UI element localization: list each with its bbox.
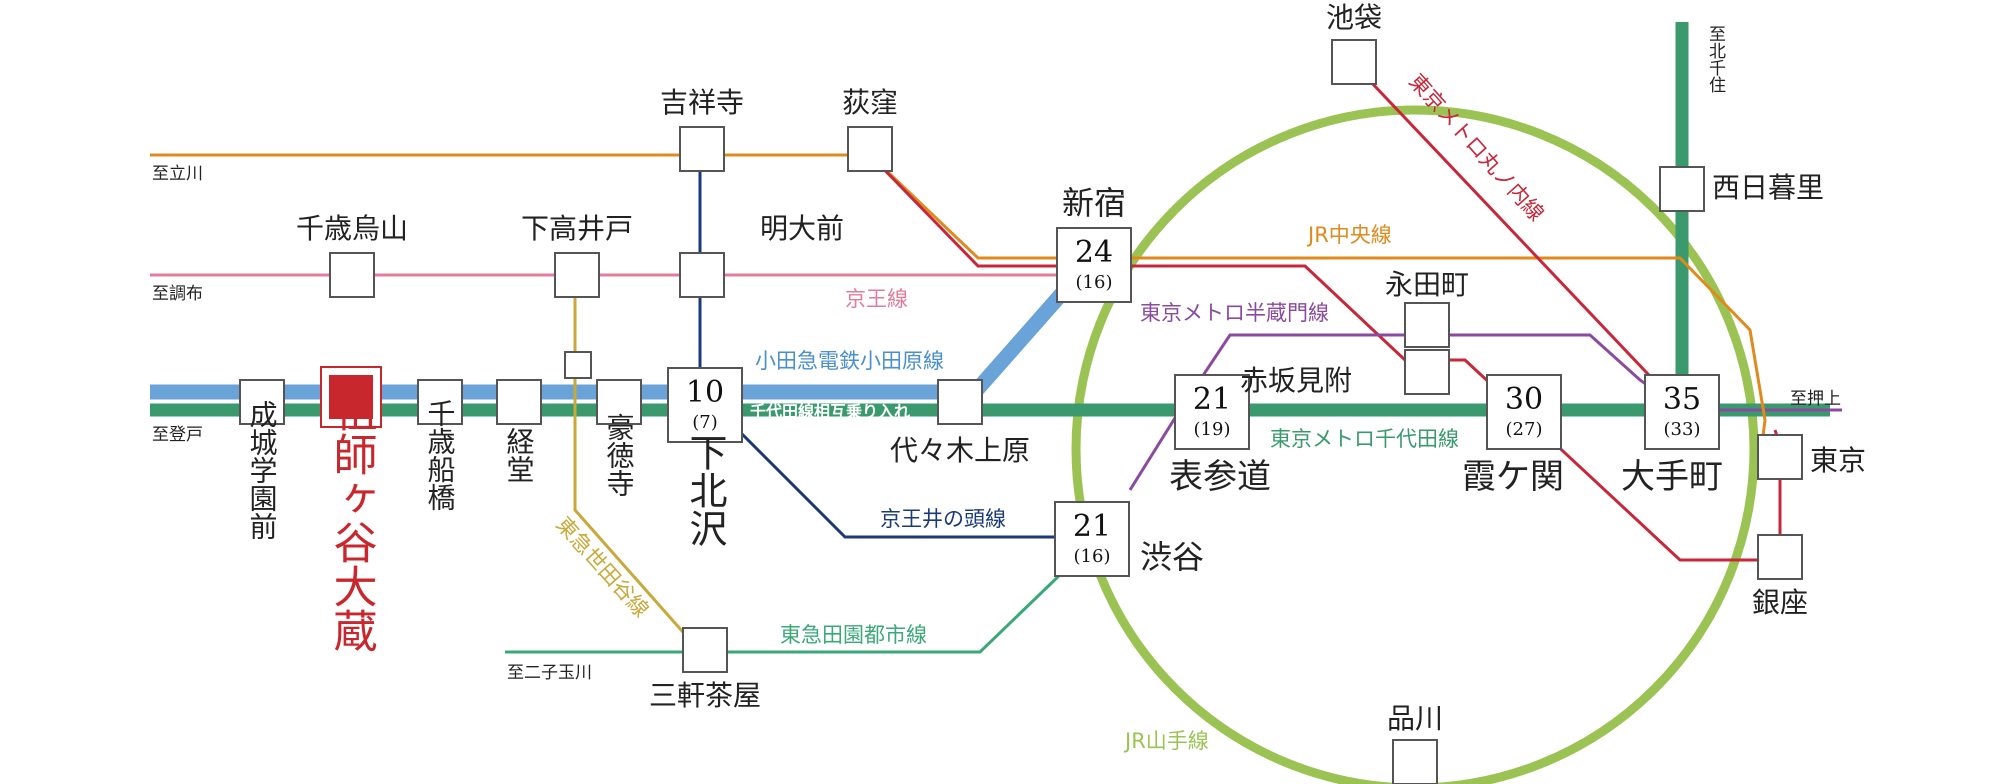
station-box-ginza[interactable]	[1757, 534, 1803, 580]
time-sub-omotesando: (19)	[1194, 419, 1231, 440]
station-box-kichijoji[interactable]	[679, 126, 725, 172]
direction-kitasenju: 至北千住	[1705, 25, 1726, 93]
time-main-kasumigaseki: 30	[1505, 382, 1543, 417]
line-label-through: 千代田線相互乗り入れ	[750, 402, 910, 421]
direction-futakotamagawa: 至二子玉川	[507, 663, 592, 683]
line-label-inokashira: 京王井の頭線	[880, 507, 1006, 531]
station-box-meidaimae[interactable]	[679, 252, 725, 298]
time-sub-otemachi: (33)	[1664, 419, 1701, 440]
station-box-gotokuji[interactable]	[596, 379, 642, 425]
line-label-hanzomon: 東京メトロ半蔵門線	[1140, 301, 1329, 325]
line-label-chuo: JR中央線	[1306, 223, 1392, 247]
station-label-meidaimae: 明大前	[760, 212, 844, 245]
station-box-shinagawa[interactable]	[1392, 739, 1438, 784]
station-label-otemachi: 大手町	[1621, 457, 1723, 497]
station-label-ogikubo: 荻窪	[842, 86, 898, 119]
time-sub-kasumigaseki: (27)	[1506, 419, 1543, 440]
time-main-omotesando: 21	[1193, 382, 1231, 417]
time-main-shinjuku: 24	[1075, 235, 1113, 270]
time-sub-shinjuku: (16)	[1076, 272, 1113, 293]
station-box-shimotakaido[interactable]	[554, 252, 600, 298]
line-label-marunouchi: 東京メトロ丸ノ内線	[1404, 69, 1548, 226]
station-label-yoyogiuehara: 代々木上原	[890, 434, 1030, 467]
station-label-nishinippori: 西日暮里	[1712, 171, 1824, 204]
station-label-akasakamitsuke: 赤坂見附	[1240, 364, 1352, 397]
time-sub-shimokitazawa: (7)	[692, 412, 718, 433]
time-box-shibuya[interactable]	[1054, 501, 1130, 577]
station-box-chitosefunabashi[interactable]	[417, 379, 463, 425]
station-box-seijogakuenmae[interactable]	[239, 379, 285, 425]
marunouchi-line-east	[1350, 60, 1684, 412]
station-label-chitosefunabashi: 千歳船橋	[424, 399, 457, 511]
station-label-kyodo: 経堂	[503, 427, 536, 483]
station-label-sangenjaya: 三軒茶屋	[649, 679, 761, 712]
line-label-keio: 京王線	[845, 287, 908, 311]
station-box-ogikubo[interactable]	[847, 126, 893, 172]
line-label-odakyu: 小田急電鉄小田原線	[755, 349, 944, 373]
time-main-shibuya: 21	[1073, 509, 1111, 544]
direction-tachikawa: 至立川	[152, 164, 203, 184]
setagaya-line	[573, 275, 692, 641]
station-label-seijogakuenmae: 成城学園前	[246, 400, 279, 540]
line-label-setagaya: 東急世田谷線	[551, 512, 653, 622]
station-box-akasakamitsuke[interactable]	[1404, 349, 1450, 395]
line-label-yamanote: JR山手線	[1123, 729, 1209, 753]
station-label-kasumigaseki: 霞ケ関	[1462, 457, 1564, 497]
denentoshi-line	[505, 568, 1067, 654]
direction-noborito: 至登戸	[152, 425, 203, 445]
station-label-kichijoji: 吉祥寺	[660, 86, 744, 119]
station-box-sangenjaya[interactable]	[682, 627, 728, 673]
inokashira-line	[698, 155, 1085, 539]
station-label-ikebukuro: 池袋	[1326, 1, 1382, 34]
station-label-shimotakaido: 下高井戸	[521, 212, 633, 245]
station-box-kyodo[interactable]	[496, 379, 542, 425]
direction-chofu: 至調布	[152, 284, 203, 304]
station-label-soshigayaokura: 祖師ヶ谷大蔵	[326, 388, 377, 652]
line-label-chiyoda: 東京メトロ千代田線	[1270, 427, 1459, 451]
time-box-kasumigaseki[interactable]	[1486, 374, 1562, 450]
station-label-tokyo: 東京	[1810, 444, 1866, 477]
direction-oshiage: 至押上	[1790, 389, 1841, 409]
time-box-shimokitazawa[interactable]	[667, 367, 743, 443]
yamanote-line	[1071, 105, 1759, 784]
station-box-nishinippori[interactable]	[1659, 166, 1705, 212]
time-box-shinjuku[interactable]	[1056, 227, 1132, 303]
station-label-chitosekarasuyama: 千歳烏山	[296, 212, 408, 245]
station-box-setagaya-mid[interactable]	[564, 351, 592, 379]
time-main-shimokitazawa: 10	[686, 375, 724, 410]
station-label-shinjuku: 新宿	[1062, 184, 1126, 222]
station-label-shibuya: 渋谷	[1140, 538, 1204, 576]
station-label-shimokitazawa: 下北沢	[683, 433, 727, 547]
station-label-gotokuji: 豪徳寺	[603, 413, 636, 497]
station-box-nagatacho[interactable]	[1404, 302, 1450, 348]
station-label-ginza: 銀座	[1752, 586, 1808, 619]
station-box-yoyogiuehara[interactable]	[937, 379, 983, 425]
station-label-shinagawa: 品川	[1387, 702, 1443, 735]
time-box-omotesando[interactable]	[1174, 374, 1250, 450]
station-box-chitosekarasuyama[interactable]	[329, 252, 375, 298]
time-sub-shibuya: (16)	[1074, 546, 1111, 567]
station-box-tokyo[interactable]	[1757, 434, 1803, 480]
highlight-marker-icon	[329, 375, 373, 419]
station-box-ikebukuro[interactable]	[1331, 39, 1377, 85]
time-box-otemachi[interactable]	[1644, 374, 1720, 450]
odakyu-line	[150, 285, 1071, 400]
line-label-denentoshi: 東急田園都市線	[780, 623, 927, 647]
station-label-nagatacho: 永田町	[1385, 268, 1469, 301]
time-main-otemachi: 35	[1663, 382, 1701, 417]
station-label-omotesando: 表参道	[1169, 457, 1271, 497]
